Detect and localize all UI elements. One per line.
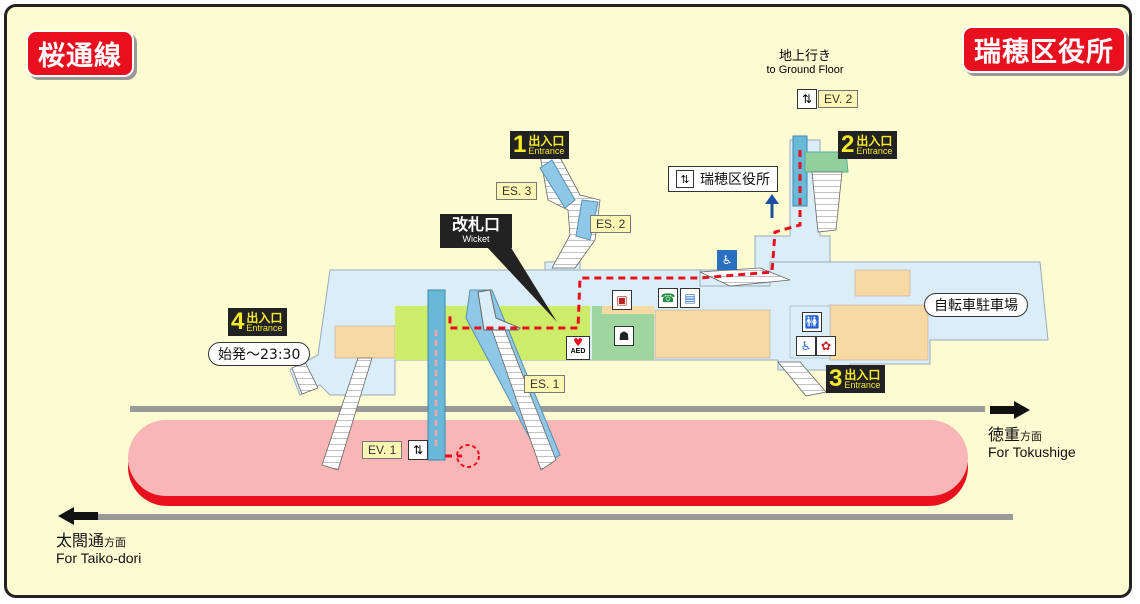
ticket-gate-strip: [602, 306, 654, 314]
shop-center: [654, 309, 771, 359]
shop-left: [334, 325, 396, 359]
line-name-tag: 桜通線: [26, 30, 134, 77]
es2-label: ES. 2: [590, 215, 632, 233]
entrance-1-number: 1: [513, 131, 527, 158]
fare-adjustment-icon: ▤: [680, 288, 700, 308]
entrance-2-number: 2: [841, 131, 855, 158]
escalator-2: [575, 199, 599, 241]
direction-west-en: For Taiko-dori: [56, 550, 142, 567]
escalator-gate: [477, 289, 521, 331]
station-staff-icon: ☗: [614, 326, 634, 346]
direction-east-en: For Tokushige: [988, 444, 1076, 461]
heart-icon: ♥: [573, 336, 583, 349]
wheelchair-icon: ♿: [717, 250, 737, 270]
escalator-3: [539, 159, 576, 209]
wicket-label-en: Wicket: [462, 234, 490, 244]
entrance-3-en: Entrance: [844, 379, 881, 390]
telephone-icon: ☎: [658, 288, 678, 308]
restroom-icon: 🚻: [802, 312, 822, 332]
ticket-machine-icon: ▣: [612, 290, 632, 310]
entrance-2-jp: 出入口: [856, 133, 893, 148]
shop-right-2: [854, 269, 911, 297]
bicycle-parking-label: 自転車駐車場: [924, 293, 1028, 317]
station-name-tag: 瑞穂区役所: [962, 26, 1126, 73]
es1-label: ES. 1: [524, 375, 566, 393]
aed-sign: ♥ AED: [566, 336, 590, 360]
entrance-2-exit: [804, 151, 849, 173]
ground-floor-label: 地上行き to Ground Floor: [760, 49, 850, 77]
entrance-3-number: 3: [829, 365, 843, 392]
ground-floor-en: to Ground Floor: [766, 64, 844, 77]
direction-west-jp: 太閤通: [56, 531, 105, 550]
accessible-toilet-icon: ♿: [796, 336, 816, 356]
entrance-1-en: Entrance: [528, 145, 565, 156]
exit-sign-text: 瑞穂区役所: [700, 172, 770, 188]
track-lower: [95, 514, 1013, 520]
elevator-landing-marker: [456, 444, 480, 468]
entrance-1-jp: 出入口: [528, 133, 565, 148]
exit-arrowhead: [765, 194, 779, 204]
direction-east: 徳重方面 For Tokushige: [988, 425, 1076, 461]
entrance-4-hours: 始発～23:30: [208, 342, 311, 366]
entrance-4-en: Entrance: [246, 322, 283, 333]
entrance-4-number: 4: [231, 308, 245, 335]
entrance-4-jp: 出入口: [246, 310, 283, 325]
stairs-left: [321, 357, 373, 471]
exit-sign-station: ⇅ 瑞穂区役所: [668, 166, 778, 192]
wicket-pointer: [486, 246, 557, 322]
stairs-entrance-2: [811, 171, 843, 233]
direction-west: 太閤通方面 For Taiko-dori: [56, 531, 142, 567]
arrow-west: [58, 507, 98, 525]
entrance-2-en: Entrance: [856, 145, 893, 156]
aed-text: AED: [570, 348, 586, 355]
entrance-3-jp: 出入口: [844, 367, 881, 382]
elevator-icon: ⇅: [797, 89, 817, 109]
direction-east-jp: 徳重: [988, 425, 1021, 444]
ev1-label: EV. 1: [362, 441, 403, 459]
wicket-label-jp: 改札口: [451, 215, 500, 234]
ground-floor-jp: 地上行き: [778, 49, 831, 64]
arrow-east: [990, 401, 1030, 419]
direction-west-suffix: 方面: [104, 536, 127, 549]
es3-label: ES. 3: [496, 182, 538, 200]
barrier-free-route: [448, 150, 802, 330]
baby-care-icon: ✿: [816, 336, 836, 356]
direction-east-suffix: 方面: [1020, 430, 1043, 443]
elevator-icon: ⇅: [408, 440, 428, 460]
shop-right-1: [829, 304, 929, 361]
elevator-icon: ⇅: [676, 170, 694, 188]
wicket-label: 改札口 Wicket: [440, 214, 512, 248]
ev2-label: EV. 2: [818, 90, 859, 108]
track-upper: [130, 406, 985, 412]
